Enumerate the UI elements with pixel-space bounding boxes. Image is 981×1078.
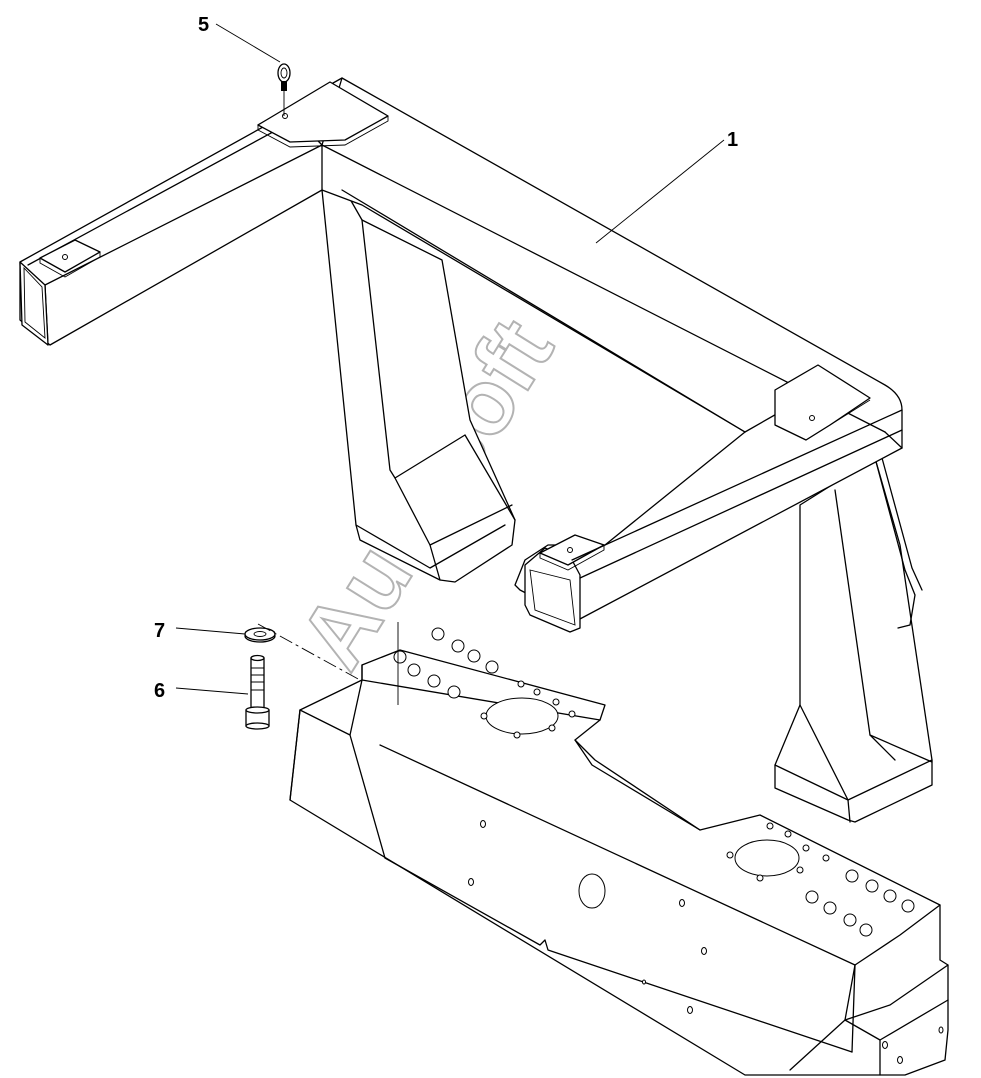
chassis-large-bore xyxy=(485,697,559,735)
callout-6: 6 xyxy=(154,680,165,702)
chassis-plate-holes-rear xyxy=(726,822,915,937)
chassis-large-bore-rear xyxy=(734,839,800,877)
callout-1: 1 xyxy=(727,129,738,151)
callout-5: 5 xyxy=(198,14,209,36)
leader-lines xyxy=(175,23,725,695)
washer xyxy=(244,627,276,643)
rollbar-frame xyxy=(19,77,933,823)
assembly-center-lines xyxy=(257,622,399,705)
chassis-plate-holes-front xyxy=(393,627,576,739)
chassis-frame-rail xyxy=(289,649,949,1076)
callout-7: 7 xyxy=(154,620,165,642)
hex-bolt xyxy=(245,654,270,730)
eye-bolt xyxy=(277,63,291,116)
chassis-side-holes xyxy=(468,820,944,1064)
